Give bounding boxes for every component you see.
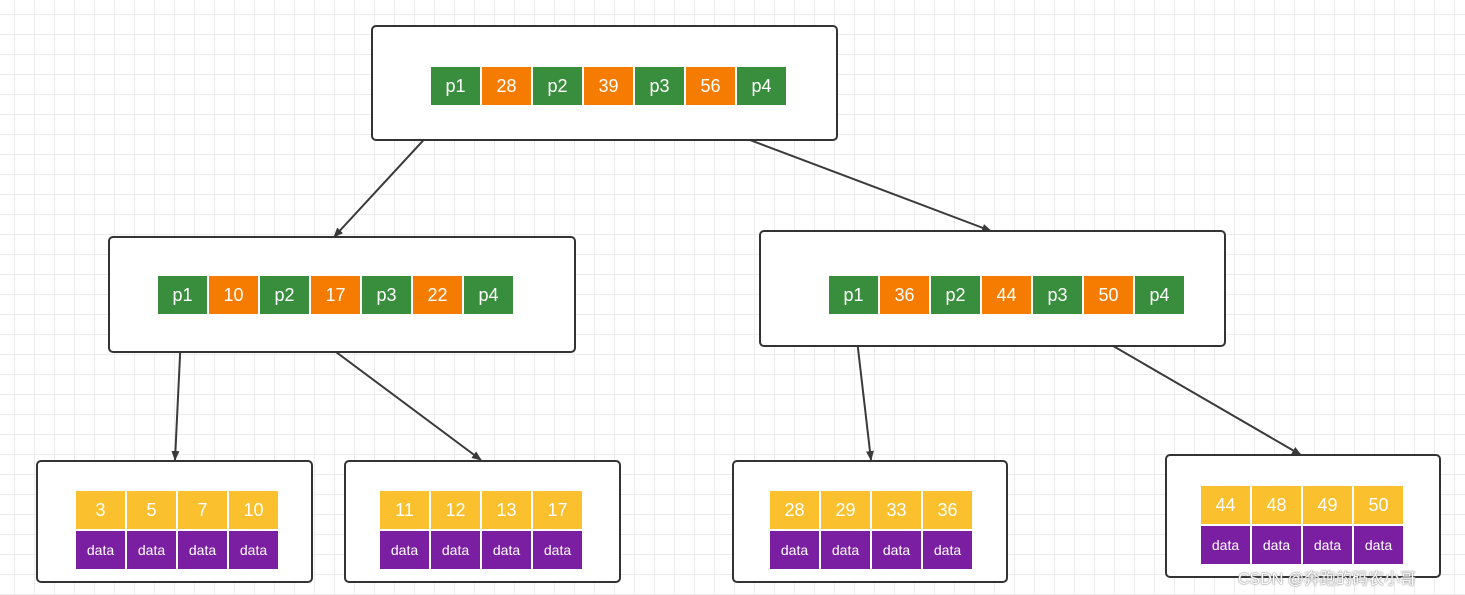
- root-pointer-4: p4: [737, 67, 786, 105]
- leaf-3-key-1: 28: [770, 491, 819, 529]
- leaf-4-entry-4: 50 data: [1354, 486, 1403, 564]
- leaf-2-key-4: 17: [533, 491, 582, 529]
- leaf-2-entry-2: 12 data: [431, 491, 480, 569]
- internal-right-cells: p1 36 p2 44 p3 50 p4: [829, 276, 1184, 314]
- internal-left-key-3: 22: [413, 276, 462, 314]
- leaf-node-2: 11 data 12 data 13 data 17 data: [344, 460, 621, 583]
- leaf-4-key-1: 44: [1201, 486, 1250, 524]
- internal-left-pointer-3: p3: [362, 276, 411, 314]
- leaf-1-key-4: 10: [229, 491, 278, 529]
- leaf-1-entry-1: 3 data: [76, 491, 125, 569]
- leaf-2-entry-3: 13 data: [482, 491, 531, 569]
- leaf-2-key-3: 13: [482, 491, 531, 529]
- leaf-4-entry-2: 48 data: [1252, 486, 1301, 564]
- leaf-2-key-1: 11: [380, 491, 429, 529]
- leaf-node-1: 3 data 5 data 7 data 10 data: [36, 460, 313, 583]
- leaf-2-data-4: data: [533, 531, 582, 569]
- leaf-1-data-3: data: [178, 531, 227, 569]
- leaf-2-entry-1: 11 data: [380, 491, 429, 569]
- leaf-4-data-4: data: [1354, 526, 1403, 564]
- root-cells: p1 28 p2 39 p3 56 p4: [431, 67, 786, 105]
- leaf-1-entry-3: 7 data: [178, 491, 227, 569]
- leaf-1-data-1: data: [76, 531, 125, 569]
- leaf-3-entry-2: 29 data: [821, 491, 870, 569]
- leaf-4-key-2: 48: [1252, 486, 1301, 524]
- leaf-3-key-3: 33: [872, 491, 921, 529]
- internal-left-key-1: 10: [209, 276, 258, 314]
- leaf-1-data-2: data: [127, 531, 176, 569]
- leaf-3-entry-3: 33 data: [872, 491, 921, 569]
- internal-left-pointer-2: p2: [260, 276, 309, 314]
- leaf-4-data-3: data: [1303, 526, 1352, 564]
- leaf-1-key-3: 7: [178, 491, 227, 529]
- leaf-4-data-1: data: [1201, 526, 1250, 564]
- leaf-4-cells: 44 data 48 data 49 data 50 data: [1201, 486, 1403, 564]
- internal-right-pointer-2: p2: [931, 276, 980, 314]
- leaf-2-entry-4: 17 data: [533, 491, 582, 569]
- leaf-3-key-4: 36: [923, 491, 972, 529]
- watermark-text: CSDN @奔跑的码农小哥: [1238, 571, 1417, 588]
- internal-left-cells: p1 10 p2 17 p3 22 p4: [158, 276, 513, 314]
- leaf-4-entry-1: 44 data: [1201, 486, 1250, 564]
- internal-left-pointer-4: p4: [464, 276, 513, 314]
- leaf-node-4: 44 data 48 data 49 data 50 data: [1165, 454, 1441, 578]
- root-pointer-2: p2: [533, 67, 582, 105]
- internal-node-right: p1 36 p2 44 p3 50 p4: [759, 230, 1226, 347]
- leaf-3-entry-4: 36 data: [923, 491, 972, 569]
- leaf-2-cells: 11 data 12 data 13 data 17 data: [380, 491, 582, 569]
- leaf-3-data-3: data: [872, 531, 921, 569]
- leaf-2-data-2: data: [431, 531, 480, 569]
- internal-right-pointer-3: p3: [1033, 276, 1082, 314]
- internal-right-pointer-4: p4: [1135, 276, 1184, 314]
- internal-node-left: p1 10 p2 17 p3 22 p4: [108, 236, 576, 353]
- internal-right-key-2: 44: [982, 276, 1031, 314]
- leaf-1-entry-4: 10 data: [229, 491, 278, 569]
- leaf-1-data-4: data: [229, 531, 278, 569]
- leaf-2-data-1: data: [380, 531, 429, 569]
- leaf-3-key-2: 29: [821, 491, 870, 529]
- leaf-node-3: 28 data 29 data 33 data 36 data: [732, 460, 1008, 583]
- leaf-3-data-4: data: [923, 531, 972, 569]
- leaf-1-cells: 3 data 5 data 7 data 10 data: [76, 491, 278, 569]
- root-pointer-1: p1: [431, 67, 480, 105]
- leaf-4-data-2: data: [1252, 526, 1301, 564]
- root-key-1: 28: [482, 67, 531, 105]
- root-key-2: 39: [584, 67, 633, 105]
- root-pointer-3: p3: [635, 67, 684, 105]
- root-node: p1 28 p2 39 p3 56 p4: [371, 25, 838, 141]
- internal-right-key-3: 50: [1084, 276, 1133, 314]
- leaf-4-key-4: 50: [1354, 486, 1403, 524]
- leaf-3-data-2: data: [821, 531, 870, 569]
- root-key-3: 56: [686, 67, 735, 105]
- leaf-1-entry-2: 5 data: [127, 491, 176, 569]
- leaf-4-entry-3: 49 data: [1303, 486, 1352, 564]
- internal-left-pointer-1: p1: [158, 276, 207, 314]
- leaf-3-entry-1: 28 data: [770, 491, 819, 569]
- leaf-3-data-1: data: [770, 531, 819, 569]
- internal-right-key-1: 36: [880, 276, 929, 314]
- internal-left-key-2: 17: [311, 276, 360, 314]
- leaf-2-key-2: 12: [431, 491, 480, 529]
- leaf-1-key-2: 5: [127, 491, 176, 529]
- leaf-3-cells: 28 data 29 data 33 data 36 data: [770, 491, 972, 569]
- leaf-1-key-1: 3: [76, 491, 125, 529]
- leaf-2-data-3: data: [482, 531, 531, 569]
- leaf-4-key-3: 49: [1303, 486, 1352, 524]
- internal-right-pointer-1: p1: [829, 276, 878, 314]
